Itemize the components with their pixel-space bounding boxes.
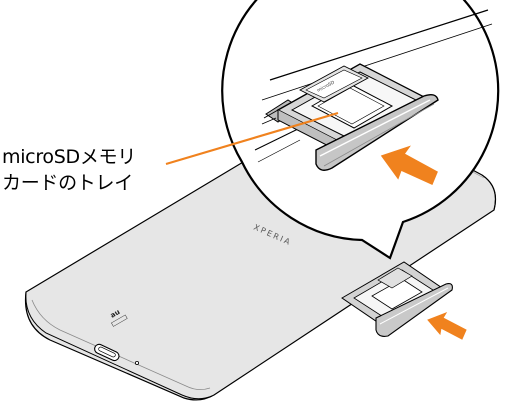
- large-sd-tray: microSD: [261, 63, 439, 171]
- au-logo: au: [109, 308, 128, 327]
- mic-hole: [134, 360, 139, 365]
- small-sd-tray: [341, 261, 453, 337]
- usb-port: [94, 343, 120, 362]
- leader-line: [165, 111, 339, 166]
- svg-text:au: au: [109, 308, 121, 320]
- insert-arrow-icon: [427, 312, 467, 340]
- callout-label-line1: microSDメモリ: [2, 146, 136, 168]
- callout-label-line2: カードのトレイ: [2, 172, 133, 194]
- insert-arrow-icon: [380, 145, 438, 186]
